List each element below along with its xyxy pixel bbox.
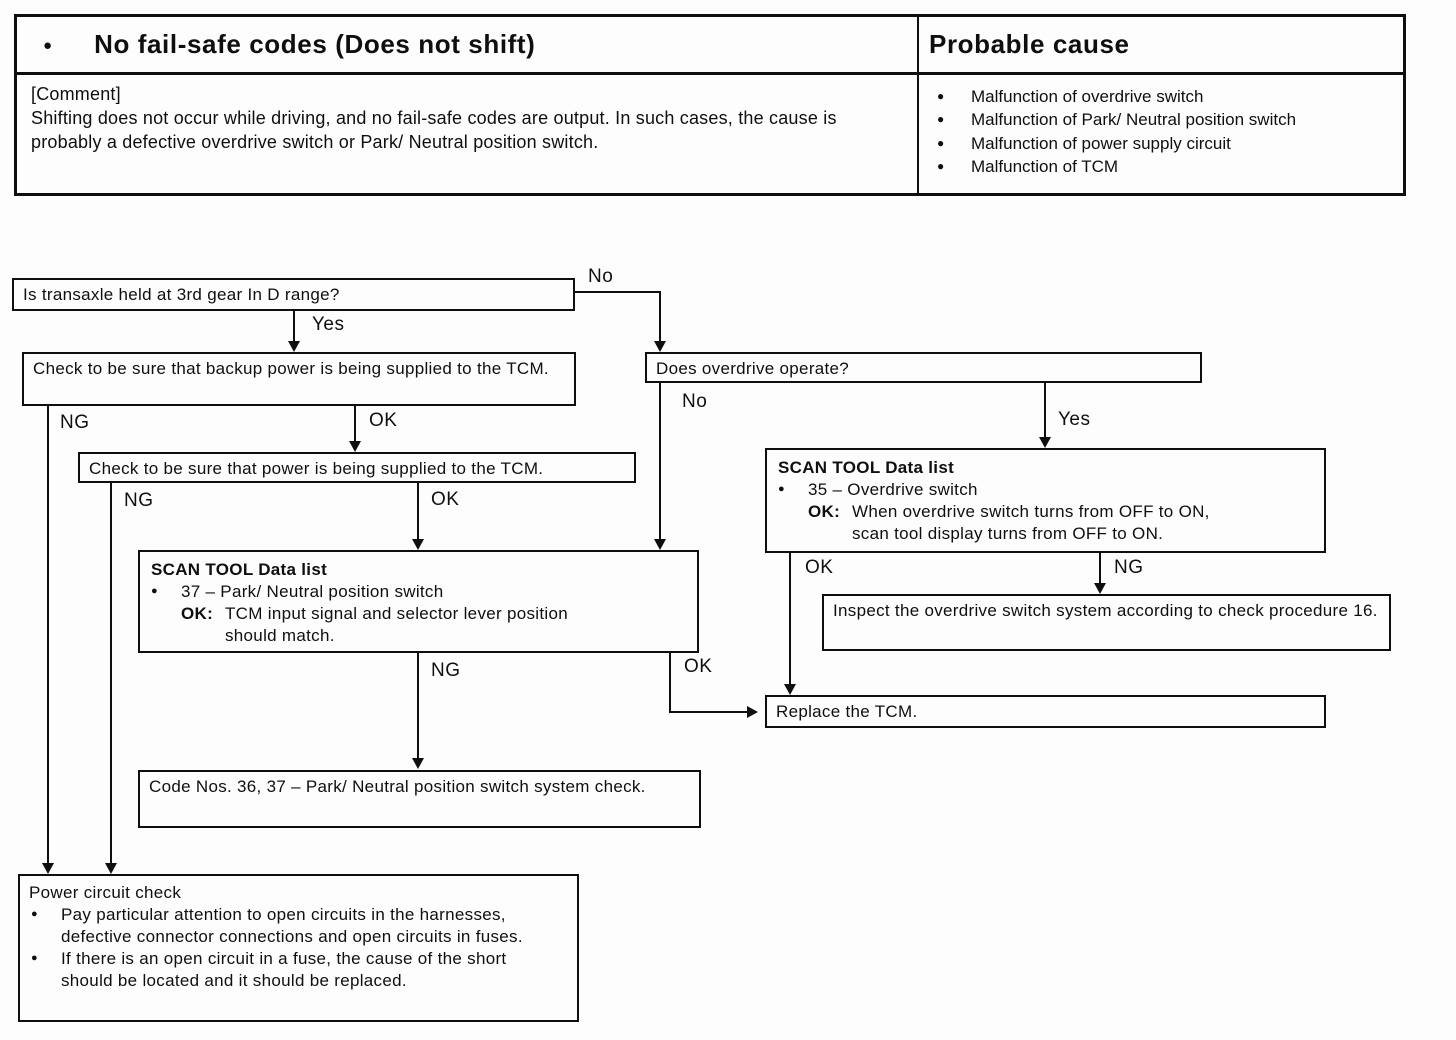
branch-label-yes: Yes	[1058, 409, 1091, 430]
cause-text: Malfunction of power supply circuit	[971, 133, 1231, 153]
connector-line	[659, 291, 661, 342]
ok-text: When overdrive switch turns from OFF to …	[852, 501, 1210, 545]
cause-item: ● Malfunction of overdrive switch	[931, 85, 1393, 108]
bullet-icon: ●	[937, 89, 945, 103]
branch-label-yes: Yes	[312, 314, 345, 335]
ok-text-line: scan tool display turns from OFF to ON.	[852, 524, 1164, 544]
scan-item-text: 35 – Overdrive switch	[808, 480, 978, 500]
connector-line	[293, 311, 295, 342]
connector-line	[354, 406, 356, 443]
branch-label-ng: NG	[124, 490, 154, 511]
comment-text: Shifting does not occur while driving, a…	[31, 107, 837, 152]
arrow-down-icon	[654, 539, 666, 550]
bullet-icon: ●	[937, 112, 945, 127]
probable-cause-header-cell: Probable cause	[919, 17, 1403, 75]
connector-line	[1099, 553, 1101, 585]
arrow-down-icon	[412, 758, 424, 769]
node-check-backup-power: Check to be sure that backup power is be…	[22, 352, 576, 406]
bullet-icon: ●	[31, 952, 38, 965]
branch-label-ok: OK	[805, 557, 834, 578]
node-inspect-overdrive: Inspect the overdrive switch system acco…	[822, 594, 1391, 651]
power-circuit-title: Power circuit check	[29, 883, 182, 902]
node-transaxle-question: Is transaxle held at 3rd gear In D range…	[12, 278, 575, 311]
node-text: Replace the TCM.	[776, 702, 918, 721]
cause-item: ● Malfunction of TCM	[931, 155, 1393, 178]
cause-item: ● Malfunction of power supply circuit	[931, 132, 1393, 155]
connector-line	[575, 291, 661, 293]
branch-label-ng: NG	[60, 412, 90, 433]
ok-label: OK:	[181, 604, 214, 624]
node-text: Inspect the overdrive switch system acco…	[833, 601, 1378, 620]
bullet-icon: ●	[43, 37, 53, 54]
node-text: Does overdrive operate?	[656, 359, 850, 378]
arrow-down-icon	[288, 341, 300, 352]
branch-label-no: No	[682, 391, 708, 412]
ok-label: OK:	[808, 502, 841, 522]
node-scan-tool-35: SCAN TOOL Data list ● 35 – Overdrive swi…	[765, 448, 1326, 553]
ok-text: TCM input signal and selector lever posi…	[225, 603, 568, 647]
scan-tool-title: SCAN TOOL Data list	[151, 560, 328, 579]
node-check-power: Check to be sure that power is being sup…	[78, 452, 636, 483]
ok-text-line: TCM input signal and selector lever posi…	[225, 604, 568, 624]
scan-item-text: 37 – Park/ Neutral position switch	[181, 582, 444, 602]
arrow-down-icon	[42, 863, 54, 874]
comment-cell: [Comment] Shifting does not occur while …	[17, 75, 919, 193]
symptom-title: No fail-safe codes (Does not shift)	[94, 29, 536, 59]
connector-line	[659, 383, 661, 540]
arrow-down-icon	[654, 341, 666, 352]
cause-text: Malfunction of Park/ Neutral position sw…	[971, 110, 1297, 130]
bullet-icon: ●	[778, 483, 785, 496]
cause-item: ● Malfunction of Park/ Neutral position …	[931, 108, 1393, 131]
connector-line	[417, 483, 419, 540]
power-circuit-bullet-text: Pay particular attention to open circuit…	[61, 905, 523, 947]
power-circuit-bullet-text: If there is an open circuit in a fuse, t…	[61, 949, 507, 991]
node-code-check: Code Nos. 36, 37 – Park/ Neutral positio…	[138, 770, 701, 828]
connector-line	[669, 653, 671, 713]
scan-tool-title: SCAN TOOL Data list	[778, 458, 955, 477]
node-scan-tool-37: SCAN TOOL Data list ● 37 – Park/ Neutral…	[138, 550, 699, 653]
bullet-icon: ●	[151, 585, 158, 598]
probable-cause-title: Probable cause	[929, 29, 1130, 59]
node-text: Is transaxle held at 3rd gear In D range…	[23, 285, 340, 304]
arrow-down-icon	[412, 539, 424, 550]
symptom-table: ● No fail-safe codes (Does not shift) Pr…	[14, 14, 1406, 196]
connector-line	[1044, 383, 1046, 438]
node-text: Check to be sure that backup power is be…	[33, 359, 549, 378]
comment-label: [Comment]	[31, 84, 121, 104]
branch-label-ok: OK	[369, 410, 398, 431]
arrow-down-icon	[105, 863, 117, 874]
branch-label-ok: OK	[431, 489, 460, 510]
connector-line	[789, 553, 791, 685]
arrow-down-icon	[1039, 437, 1051, 448]
branch-label-ng: NG	[431, 660, 461, 681]
causes-cell: ● Malfunction of overdrive switch ● Malf…	[919, 75, 1403, 193]
node-text: Code Nos. 36, 37 – Park/ Neutral positio…	[149, 777, 646, 796]
cause-text: Malfunction of overdrive switch	[971, 87, 1204, 106]
bullet-icon: ●	[31, 908, 38, 921]
node-overdrive-question: Does overdrive operate?	[645, 352, 1202, 383]
node-replace-tcm: Replace the TCM.	[765, 695, 1326, 728]
ok-text-line: When overdrive switch turns from OFF to …	[852, 502, 1210, 522]
arrow-down-icon	[349, 441, 361, 452]
arrow-down-icon	[1094, 583, 1106, 594]
node-power-circuit-check: Power circuit check ● Pay particular att…	[18, 874, 579, 1022]
branch-label-ng: NG	[1114, 557, 1144, 578]
connector-line	[669, 711, 749, 713]
connector-line	[417, 653, 419, 760]
arrow-right-icon	[747, 706, 758, 718]
branch-label-ok: OK	[684, 656, 713, 677]
connector-line	[47, 406, 49, 864]
connector-line	[110, 483, 112, 864]
node-text: Check to be sure that power is being sup…	[89, 459, 544, 478]
symptom-header-cell: ● No fail-safe codes (Does not shift)	[17, 17, 919, 75]
bullet-icon: ●	[937, 159, 945, 174]
arrow-down-icon	[784, 684, 796, 695]
ok-text-line: should match.	[225, 626, 335, 646]
cause-text: Malfunction of TCM	[971, 157, 1119, 177]
bullet-icon: ●	[937, 135, 945, 150]
branch-label-no: No	[588, 266, 614, 287]
